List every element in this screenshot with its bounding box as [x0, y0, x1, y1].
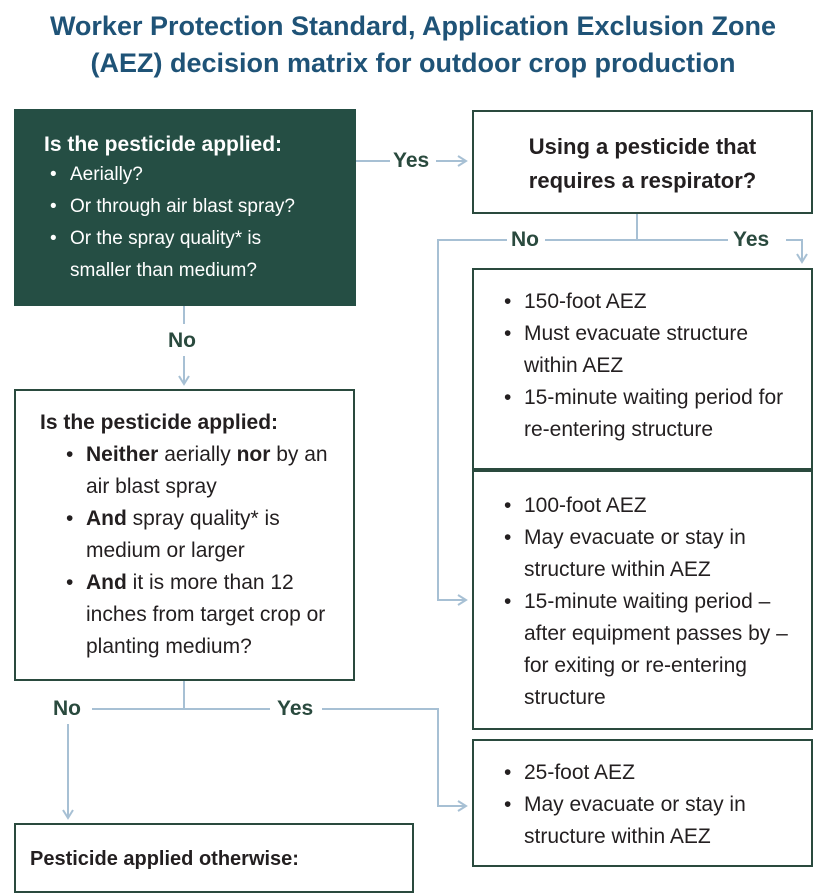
question-2-item-3: And it is more than 12 inches from targe… [60, 567, 341, 663]
question-2-list: Neither aerially nor by an air blast spr… [40, 439, 341, 663]
text: by an air blast spray [86, 443, 328, 498]
emphasis-and: And [86, 571, 127, 594]
label-yes-q1: Yes [393, 149, 430, 172]
q2-yes-route [322, 708, 468, 812]
result-25-foot-box: 25-foot AEZ May evacuate or stay in stru… [472, 739, 813, 867]
result-item: 15-minute waiting period for re-entering… [498, 382, 799, 446]
result-150-list: 150-foot AEZ Must evacuate structure wit… [498, 286, 799, 446]
page-title: Worker Protection Standard, Application … [0, 8, 826, 82]
question-3-heading: Pesticide applied otherwise: [30, 848, 299, 870]
title-line-1: Worker Protection Standard, Application … [49, 11, 777, 41]
question-2-heading: Is the pesticide applied: [40, 411, 279, 434]
text: aerially [158, 443, 237, 466]
title-line-2: (AEZ) decision matrix for outdoor crop p… [90, 48, 736, 78]
text: spray quality* is medium or larger [86, 507, 280, 562]
question-3-box: Pesticide applied otherwise: [14, 823, 414, 893]
question-1-box: Is the pesticide applied: Aerially? Or t… [14, 109, 356, 306]
result-item: May evacuate or stay in structure within… [498, 522, 801, 586]
connector-lines [62, 155, 808, 820]
question-1-item: Or the spray quality* is smaller than me… [44, 223, 300, 287]
result-item: 100-foot AEZ [498, 490, 801, 522]
question-1-heading: Is the pesticide applied: [44, 133, 283, 156]
resp-yes-drop [786, 239, 808, 264]
result-150-foot-box: 150-foot AEZ Must evacuate structure wit… [472, 268, 813, 470]
question-2-item-1: Neither aerially nor by an air blast spr… [60, 439, 341, 503]
result-item: Must evacuate structure within AEZ [498, 318, 799, 382]
result-item: 15-minute waiting period – after equipme… [498, 586, 801, 714]
label-no-respirator: No [511, 228, 539, 251]
result-25-list: 25-foot AEZ May evacuate or stay in stru… [498, 757, 799, 853]
resp-no-route [437, 239, 507, 606]
result-100-foot-box: 100-foot AEZ May evacuate or stay in str… [472, 470, 813, 730]
label-yes-q2: Yes [277, 697, 314, 720]
label-no-q1: No [168, 329, 196, 352]
label-no-q2: No [53, 697, 81, 720]
emphasis-nor: nor [236, 443, 271, 466]
result-item: 25-foot AEZ [498, 757, 799, 789]
text: it is more than 12 inches from target cr… [86, 571, 326, 658]
question-2-item-2: And spray quality* is medium or larger [60, 503, 341, 567]
question-1-item: Or through air blast spray? [44, 191, 340, 223]
emphasis-neither: Neither [86, 443, 159, 466]
result-item: May evacuate or stay in structure within… [498, 789, 799, 853]
result-item: 150-foot AEZ [498, 286, 799, 318]
result-100-list: 100-foot AEZ May evacuate or stay in str… [498, 490, 801, 714]
label-yes-respirator: Yes [733, 228, 770, 251]
question-1-list: Aerially? Or through air blast spray? Or… [44, 159, 340, 287]
respirator-question-line-1: Using a pesticide that [528, 134, 757, 159]
respirator-question-line-2: requires a respirator? [528, 168, 757, 193]
emphasis-and: And [86, 507, 127, 530]
respirator-question-box: Using a pesticide that requires a respir… [472, 110, 813, 214]
question-2-box: Is the pesticide applied: Neither aerial… [14, 389, 355, 681]
question-1-item: Aerially? [44, 159, 340, 191]
